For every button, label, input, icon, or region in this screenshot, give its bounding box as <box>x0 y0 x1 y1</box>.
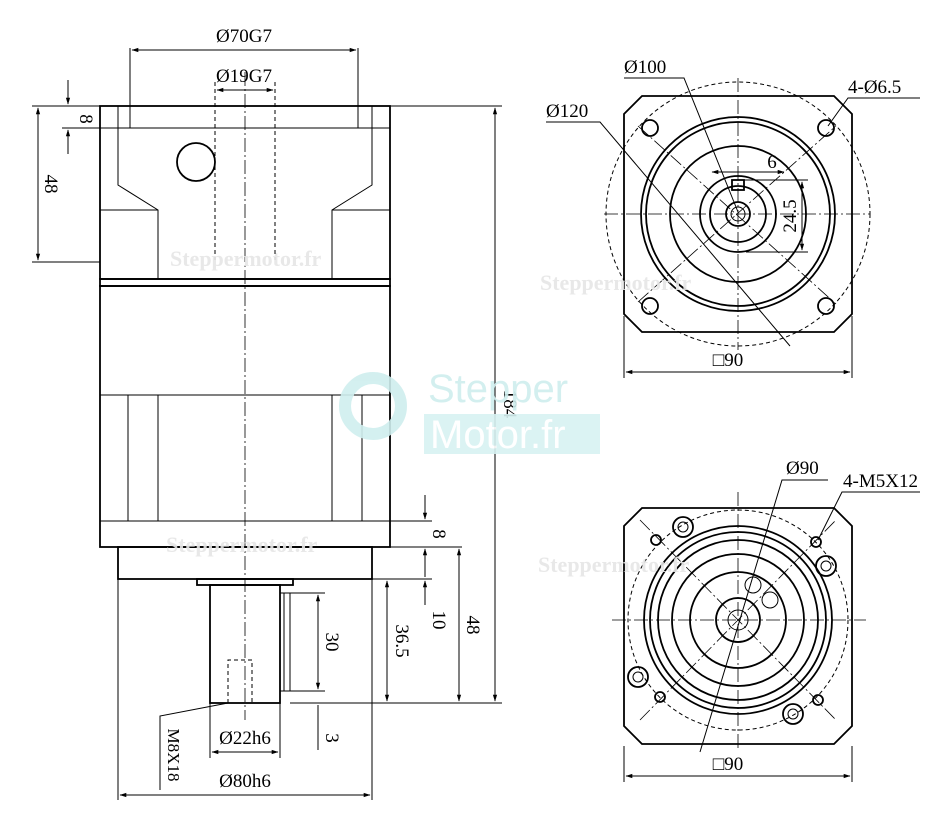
pin-hole <box>654 691 666 703</box>
shoulder-label: 10 <box>428 611 449 630</box>
output-end-view <box>612 492 866 750</box>
watermark-logo: Stepper Motor.fr <box>339 367 600 457</box>
access-hole <box>176 142 216 182</box>
pin-hole <box>810 536 822 548</box>
pin-hole <box>650 534 662 546</box>
mount-hole <box>817 297 835 315</box>
total-length-label: 184 <box>499 390 520 419</box>
watermark-text: Steppermotor.fr <box>540 270 692 295</box>
center-thread-label: M8X18 <box>164 729 183 782</box>
keyway <box>279 592 291 692</box>
svg-text:Stepper: Stepper <box>428 367 568 411</box>
shaft-dia-label: Ø22h6 <box>219 728 271 749</box>
inner-circle-label: Ø100 <box>624 57 666 78</box>
input-bore-label: Ø19G7 <box>216 66 272 87</box>
mount-hole <box>817 119 835 137</box>
thread-hole <box>672 516 694 538</box>
watermark-text: Steppermotor.fr <box>538 552 690 577</box>
watermark-text: Steppermotor.fr <box>166 532 318 557</box>
thread-hole <box>627 666 649 688</box>
pilot-dia-label: Ø80h6 <box>219 771 271 792</box>
pin-hole <box>812 694 824 706</box>
input-end-view <box>604 78 871 350</box>
key-length-label: 30 <box>321 633 342 652</box>
holes-label: 4-Ø6.5 <box>848 77 901 98</box>
input-square-flange <box>623 95 853 333</box>
input-square-label: □90 <box>713 350 743 371</box>
thread-hole <box>815 555 837 577</box>
side-dimensions: Ø70G7 Ø19G7 8 48 184 8 10 48 <box>32 26 520 800</box>
output-square-flange <box>623 507 853 745</box>
svg-text:Motor.fr: Motor.fr <box>430 413 566 457</box>
flange-step-label: 8 <box>428 529 449 539</box>
output-square-label: □90 <box>713 754 743 775</box>
key-height-label: 24.5 <box>780 199 801 232</box>
watermarks: Steppermotor.fr Steppermotor.fr Stepperm… <box>166 246 692 577</box>
input-end-dimensions: Ø100 Ø120 4-Ø6.5 6 24.5 □90 <box>546 57 920 378</box>
output-bolt-circle-label: Ø90 <box>786 458 819 479</box>
key-offset-label: 36.5 <box>391 624 412 657</box>
bolt-circle-label: Ø120 <box>546 101 588 122</box>
key-inset-label: 3 <box>321 733 342 743</box>
input-depth-top-label: 8 <box>75 114 96 124</box>
watermark-text: Steppermotor.fr <box>170 246 322 271</box>
thread-hole <box>782 703 804 725</box>
mount-hole <box>641 297 659 315</box>
flange-bore-label: Ø70G7 <box>216 26 272 47</box>
key-width-label: 6 <box>767 152 777 173</box>
output-end-dimensions: Ø90 4-M5X12 □90 <box>623 458 920 782</box>
shaft-length-label: 48 <box>462 616 483 635</box>
threads-label: 4-M5X12 <box>843 471 918 492</box>
mount-hole <box>641 119 659 137</box>
input-depth-label: 48 <box>40 175 61 194</box>
